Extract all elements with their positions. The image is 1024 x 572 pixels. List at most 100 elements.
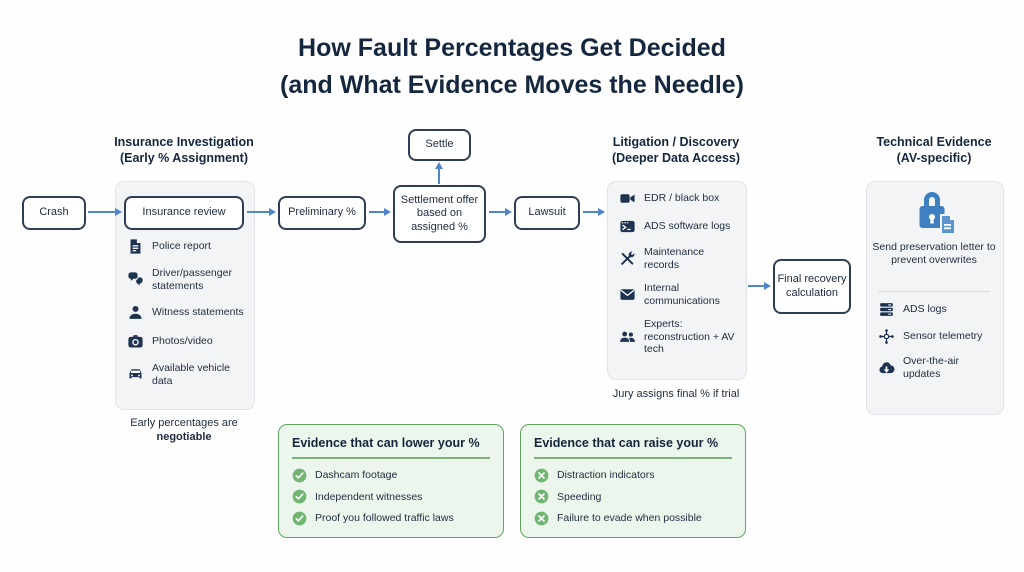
list-item-label: Maintenance records — [644, 246, 705, 271]
node-settle: Settle — [408, 129, 471, 161]
page-title-line1: How Fault Percentages Get Decided — [298, 34, 726, 62]
envelope-icon — [619, 286, 636, 303]
evidence-raise-box: Evidence that can raise your % Distracti… — [520, 424, 746, 538]
list-item-label: Proof you followed traffic laws — [315, 512, 454, 524]
list-item: ADS software logs — [619, 218, 737, 235]
node-insurance-review-label: Insurance review — [142, 206, 226, 219]
server-stack-icon — [878, 301, 895, 318]
list-item-label: EDR / black box — [644, 192, 720, 205]
node-preliminary-label: Preliminary % — [288, 206, 356, 219]
terminal-icon — [619, 218, 636, 235]
page-title-line2: (and What Evidence Moves the Needle) — [280, 71, 744, 99]
list-item-label: Distraction indicators — [557, 469, 655, 481]
tools-icon — [619, 250, 636, 267]
list-item: Photos/video — [127, 333, 245, 350]
list-item-label: Photos/video — [152, 335, 213, 348]
list-item: Failure to evade when possible — [534, 511, 732, 526]
list-item-label: Failure to evade when possible — [557, 512, 702, 524]
litigation-evidence-list: EDR / black box ADS software logs Mainte… — [619, 190, 737, 356]
header-insurance-line2: (Early % Assignment) — [119, 151, 249, 165]
node-settle-label: Settle — [425, 138, 454, 151]
early-percentages-caption: Early percentages are negotiable — [94, 416, 274, 444]
sensor-hub-icon — [878, 328, 895, 345]
jury-assigns-caption: Jury assigns final % if trial — [612, 388, 740, 400]
cloud-download-icon — [878, 359, 895, 376]
early-percentages-line2: negotiable — [156, 431, 212, 443]
node-settlement-offer-label: Settlement offer based on assigned % — [400, 193, 479, 233]
check-circle-icon — [292, 468, 307, 483]
node-lawsuit-label: Lawsuit — [528, 206, 566, 219]
evidence-lower-underline — [292, 457, 490, 459]
list-item-label: Witness statements — [152, 306, 244, 319]
evidence-lower-list: Dashcam footage Independent witnesses Pr… — [292, 468, 490, 526]
list-item-label: Available vehicle data — [152, 362, 231, 387]
lock-document-icon — [911, 189, 959, 237]
list-item-label: Dashcam footage — [315, 469, 398, 481]
list-item-label: Independent witnesses — [315, 490, 423, 503]
preservation-letter-caption: Send preservation letter to prevent over… — [872, 241, 996, 266]
list-item: Distraction indicators — [534, 468, 732, 483]
list-item-label: Internal communications — [644, 282, 720, 307]
arrow-insurance-review-to-preliminary — [247, 211, 270, 214]
evidence-raise-title: Evidence that can raise your % — [534, 436, 719, 450]
people-icon — [619, 328, 636, 345]
list-item-label: Police report — [152, 240, 211, 253]
check-circle-icon — [292, 489, 307, 504]
list-item: Experts: reconstruction + AV tech — [619, 318, 737, 356]
car-icon — [127, 366, 144, 383]
evidence-raise-underline — [534, 457, 732, 459]
technical-evidence-list: ADS logs Sensor telemetry Over-the-air u… — [878, 301, 996, 380]
arrow-lawsuit-to-litigation-panel — [583, 211, 599, 214]
list-item-label: ADS software logs — [644, 220, 731, 233]
camera-icon — [127, 333, 144, 350]
x-circle-icon — [534, 511, 549, 526]
list-item: Over-the-air updates — [878, 355, 996, 380]
list-item: Independent witnesses — [292, 489, 490, 504]
arrow-settlement-to-settle — [438, 168, 441, 184]
chat-bubbles-icon — [127, 271, 144, 288]
early-percentages-line1: Early percentages are — [130, 417, 238, 429]
header-technical-line2: (AV-specific) — [896, 151, 972, 165]
list-item: Speeding — [534, 489, 732, 504]
list-item-label: ADS logs — [903, 303, 947, 316]
list-item: Driver/passenger statements — [127, 267, 245, 292]
list-item-label: Over-the-air updates — [903, 355, 960, 380]
evidence-lower-box: Evidence that can lower your % Dashcam f… — [278, 424, 504, 538]
list-item: Sensor telemetry — [878, 328, 996, 345]
person-icon — [127, 304, 144, 321]
list-item: Available vehicle data — [127, 362, 245, 387]
list-item-label: Experts: reconstruction + AV tech — [644, 318, 735, 355]
node-insurance-review: Insurance review — [124, 196, 244, 230]
node-final-recovery-label: Final recovery calculation — [777, 273, 847, 299]
insurance-evidence-list: Police report Driver/passenger statement… — [127, 238, 245, 387]
header-litigation-discovery: Litigation / Discovery (Deeper Data Acce… — [556, 134, 796, 166]
list-item: Proof you followed traffic laws — [292, 511, 490, 526]
node-preliminary-percent: Preliminary % — [278, 196, 366, 230]
list-item: EDR / black box — [619, 190, 737, 207]
arrow-crash-to-insurance-review — [88, 211, 116, 214]
list-item: Maintenance records — [619, 246, 737, 271]
list-item: Dashcam footage — [292, 468, 490, 483]
header-litigation-line1: Litigation / Discovery — [612, 135, 740, 149]
list-item-label: Driver/passenger statements — [152, 267, 232, 292]
panel-litigation-discovery — [607, 181, 747, 380]
header-insurance-investigation: Insurance Investigation (Early % Assignm… — [64, 134, 304, 166]
node-lawsuit: Lawsuit — [514, 196, 580, 230]
node-crash: Crash — [22, 196, 86, 230]
header-technical-evidence: Technical Evidence (AV-specific) — [814, 134, 1024, 166]
header-technical-line1: Technical Evidence — [876, 135, 992, 149]
node-crash-label: Crash — [39, 206, 69, 219]
header-insurance-line1: Insurance Investigation — [114, 135, 254, 149]
file-text-icon — [127, 238, 144, 255]
video-camera-icon — [619, 190, 636, 207]
list-item: Internal communications — [619, 282, 737, 307]
technical-panel-divider — [878, 291, 990, 292]
list-item: ADS logs — [878, 301, 996, 318]
list-item-label: Speeding — [557, 490, 602, 503]
x-circle-icon — [534, 468, 549, 483]
evidence-raise-list: Distraction indicators Speeding Failure … — [534, 468, 732, 526]
x-circle-icon — [534, 489, 549, 504]
list-item-label: Sensor telemetry — [903, 330, 983, 343]
node-final-recovery: Final recovery calculation — [773, 259, 851, 314]
